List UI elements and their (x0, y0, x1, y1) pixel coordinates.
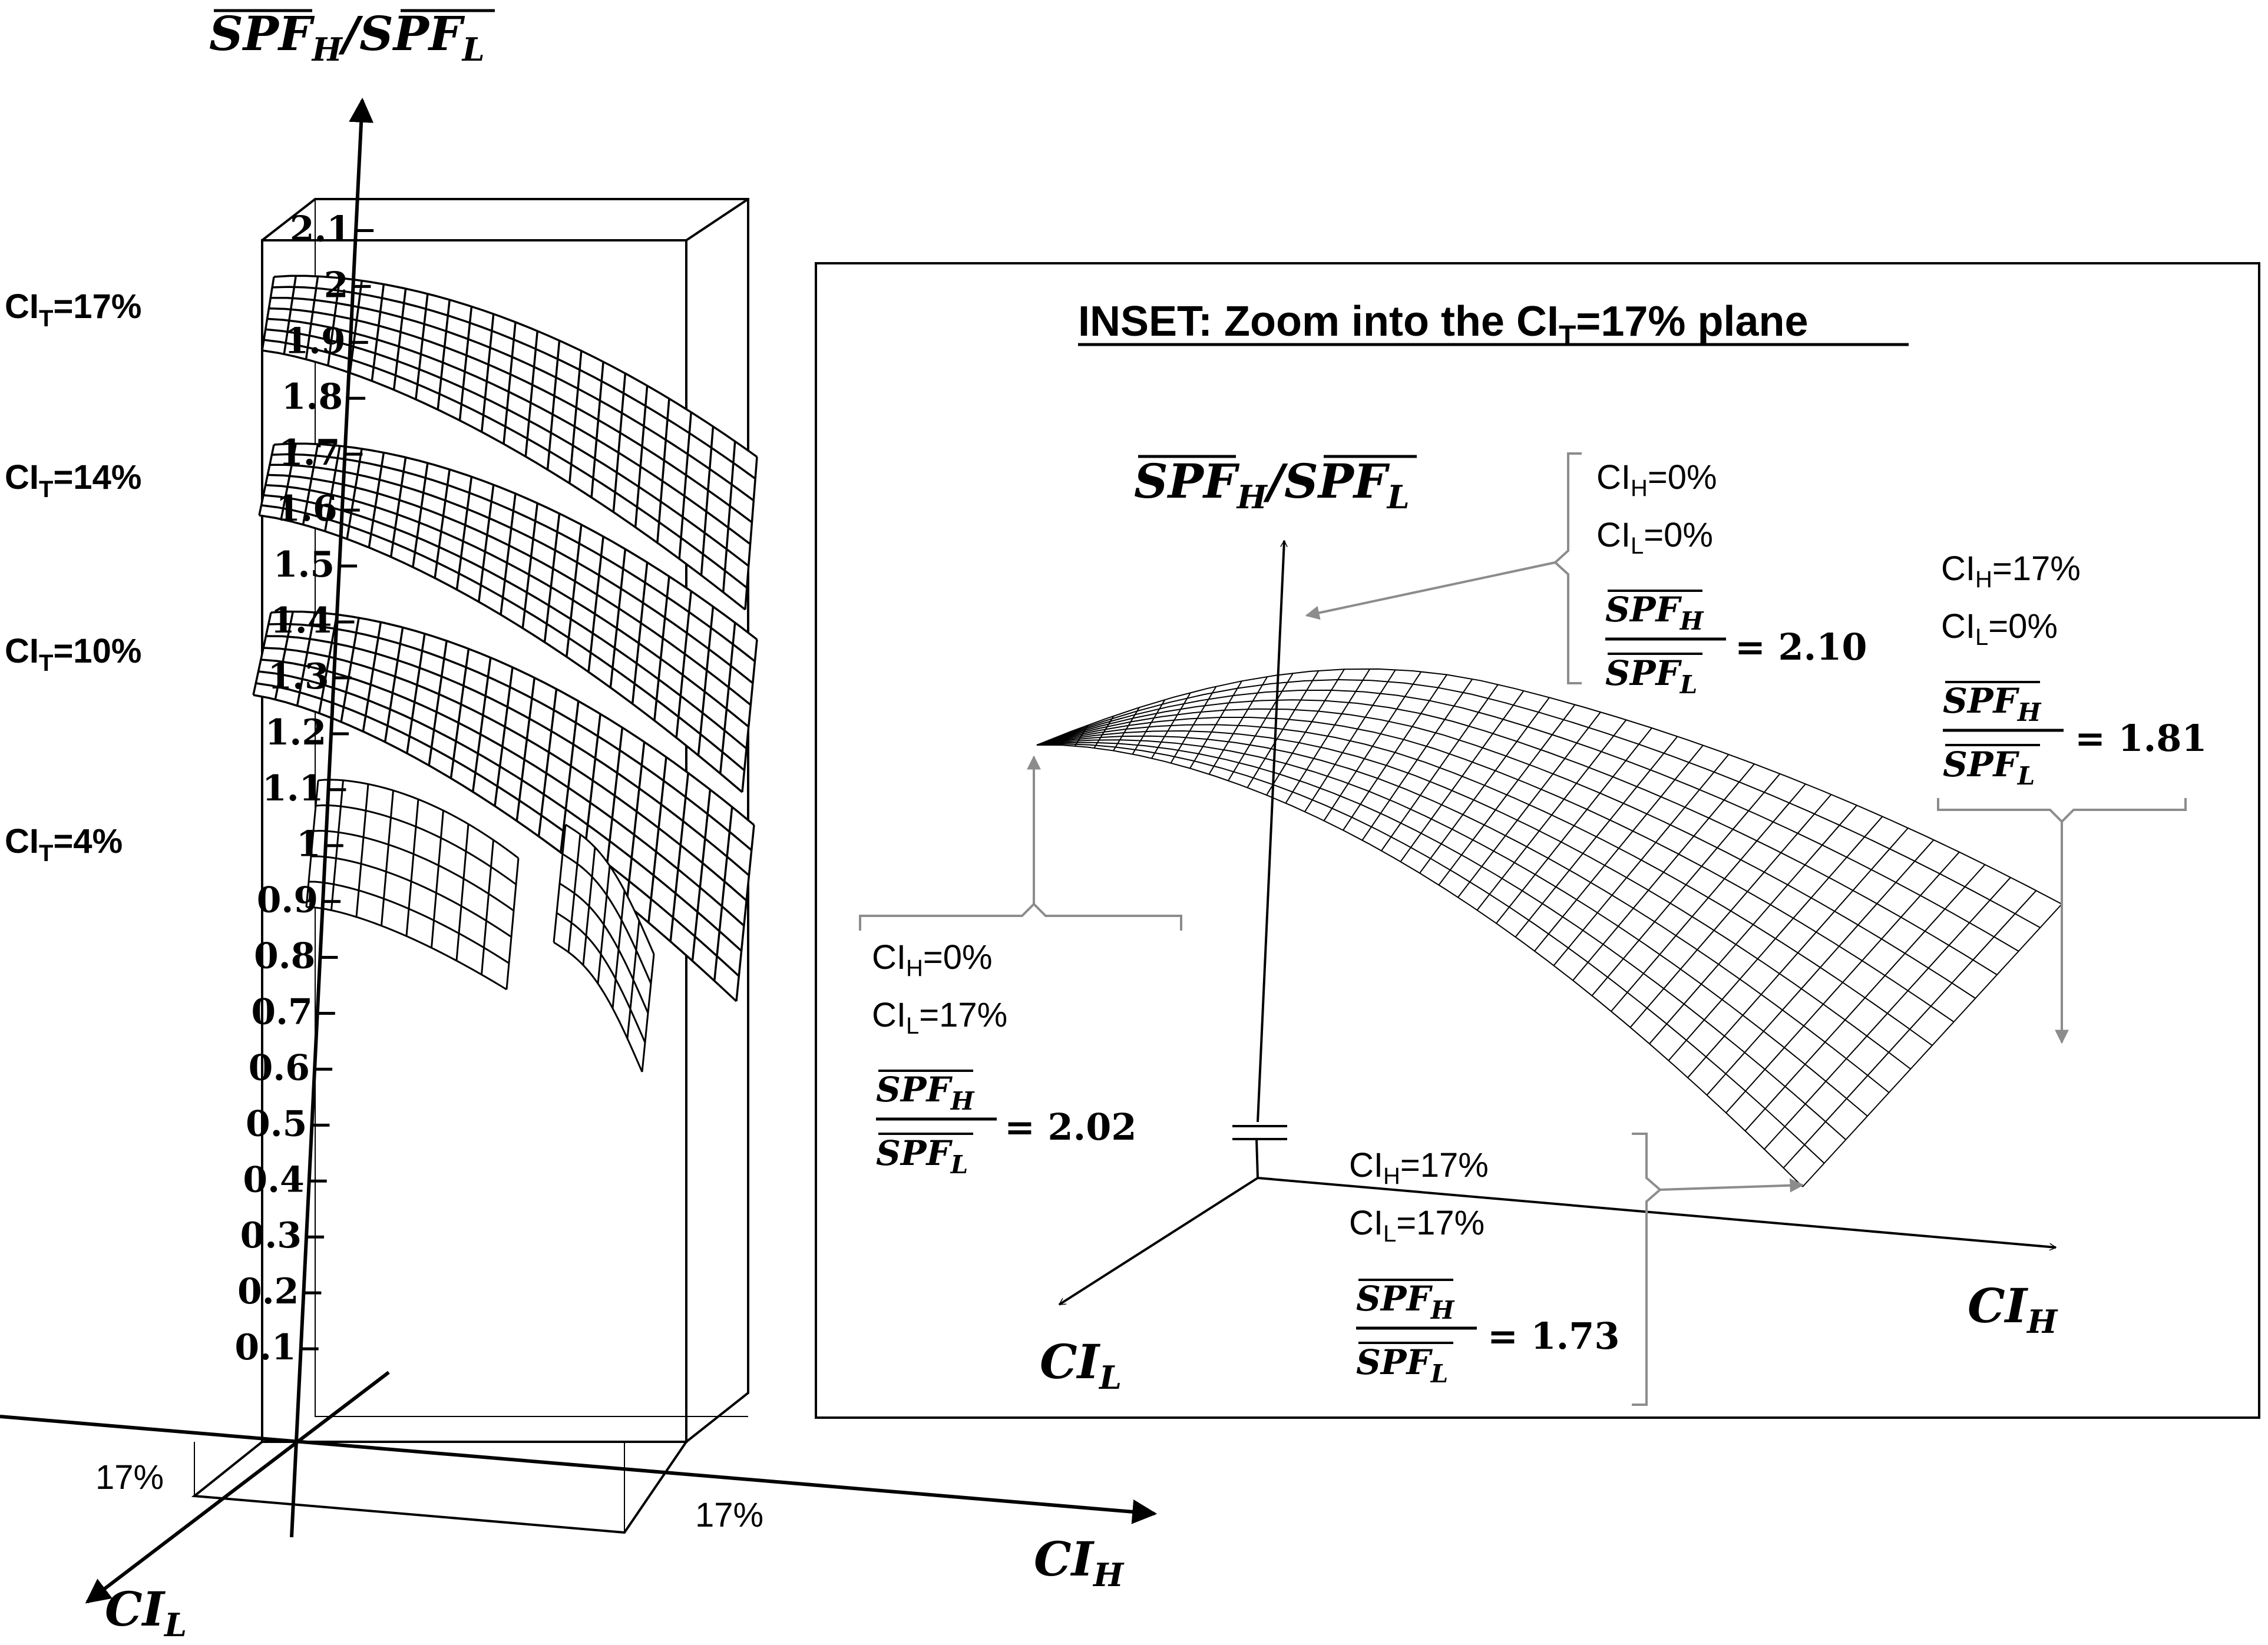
surface-layer (261, 274, 758, 611)
svg-text:CIL=17%: CIL=17% (872, 996, 1007, 1039)
svg-text:CIH=17%: CIH=17% (1349, 1146, 1489, 1189)
svg-text:= 2.02: = 2.02 (1004, 1106, 1137, 1148)
spf-fraction: SPFH SPFL (1605, 590, 1726, 699)
y-tick-label: 0.4 (243, 1159, 304, 1200)
plane-label-4: CIT=4% (5, 822, 123, 866)
inset-y-axis-label: SPFH/SPFL (1134, 454, 1417, 516)
y-tick-label: 0.8 (254, 936, 315, 977)
svg-text:SPFH: SPFH (1943, 681, 2042, 727)
surface-layer-hanging (553, 823, 655, 1073)
bounding-box (191, 198, 749, 1534)
svg-text:CIH=0%: CIH=0% (1596, 458, 1717, 501)
y-tick-label: 0.7 (251, 991, 312, 1032)
y-tick-label: 2 (324, 264, 349, 306)
inset-title: INSET: Zoom into the CIT=17% plane (1078, 298, 1909, 352)
spf-fraction: SPFH SPFL (1943, 681, 2064, 790)
inset-z-axis-label: CIL (1040, 1334, 1122, 1396)
y-tick-label: 0.5 (246, 1103, 307, 1144)
spf-fraction: SPFH SPFL (1356, 1279, 1477, 1388)
spf-fraction: SPFH SPFL (876, 1070, 997, 1179)
y-tick-label: 1.4 (270, 600, 332, 641)
inset-y-axis (1257, 541, 1284, 1123)
main-3d-plot: 0.1 0.2 0.3 0.4 0.5 0.6 0.7 0.8 0.9 1 1.1 1.2 1.3 1.4… (0, 6, 1158, 1644)
y-tick-label: 1.8 (282, 376, 343, 418)
y-tick-label: 0.2 (237, 1271, 299, 1312)
y-tick-label: 1.6 (276, 488, 337, 529)
svg-text:SPFH: SPFH (1605, 590, 1704, 636)
y-tick-label: 1.2 (265, 712, 326, 753)
y-tick-label: 0.3 (240, 1215, 302, 1256)
inset-x-axis (1257, 1177, 2056, 1247)
plane-label-14: CIT=14% (5, 458, 141, 502)
y-tick-marks (300, 229, 374, 1351)
surface-layer-small (305, 779, 520, 991)
plane-label-10: CIT=10% (5, 632, 141, 676)
svg-text:CIL=17%: CIL=17% (1349, 1204, 1485, 1247)
svg-text:CIH=0%: CIH=0% (872, 938, 993, 981)
y-tick-label: 1.3 (267, 656, 329, 697)
x-axis-label: CIH (1034, 1531, 1125, 1594)
svg-text:INSET: Zoom into the CIT=17% p: INSET: Zoom into the CIT=17% plane (1078, 298, 1809, 352)
inset-x-axis-label: CIH (1968, 1278, 2058, 1341)
svg-text:CIL=0%: CIL=0% (1596, 516, 1713, 559)
svg-text:SPFL: SPFL (1605, 653, 1697, 699)
surface-group (252, 274, 758, 1073)
axis-break-icon (1232, 1122, 1287, 1179)
annotation-connectors (859, 452, 2187, 1406)
z-axis (85, 1371, 390, 1604)
svg-text:SPFL: SPFL (876, 1133, 968, 1179)
y-axis (290, 97, 374, 1538)
y-tick-label: 0.1 (234, 1327, 296, 1368)
svg-text:SPFH/SPFL: SPFH/SPFL (1134, 454, 1410, 516)
svg-text:= 2.10: = 2.10 (1735, 625, 1867, 668)
y-tick-label: 0.6 (249, 1047, 310, 1088)
annotation-peak: CIH=0% CIL=0% SPFH SPFL = 2.10 (1596, 458, 1867, 699)
surface-layer (258, 442, 758, 793)
annotation-bottom: CIH=17% CIL=17% SPFH SPFL = 1.73 (1349, 1146, 1620, 1388)
x-extent-label: 17% (695, 1496, 763, 1534)
x-axis (0, 1415, 1158, 1524)
annotation-right: CIH=17% CIL=0% SPFH SPFL = 1.81 (1941, 550, 2207, 790)
svg-text:SPFL: SPFL (1356, 1342, 1448, 1388)
svg-text:SPFH/SPFL: SPFH/SPFL (209, 6, 485, 68)
inset-surface (1036, 668, 2062, 1187)
svg-text:SPFH: SPFH (1356, 1279, 1455, 1325)
y-tick-label: 0.9 (257, 880, 318, 921)
y-tick-label: 1.5 (273, 544, 335, 585)
annotation-left: CIH=0% CIL=17% SPFH SPFL = 2.02 (872, 938, 1137, 1179)
z-extent-label: 17% (95, 1458, 164, 1497)
svg-text:SPFL: SPFL (1943, 744, 2035, 790)
svg-text:CIH=17%: CIH=17% (1941, 550, 2081, 593)
y-tick-label: 1.1 (262, 768, 323, 809)
y-tick-label: 1.7 (279, 432, 340, 474)
y-tick-label: 1 (296, 824, 321, 865)
y-tick-label: 2.1 (290, 208, 351, 250)
y-axis-label: SPFH/SPFL (209, 6, 495, 68)
y-tick-label: 1.9 (284, 320, 345, 362)
svg-text:SPFH: SPFH (876, 1070, 975, 1116)
svg-text:CIL=0%: CIL=0% (1941, 607, 2058, 650)
inset-z-axis (1059, 1177, 1259, 1306)
svg-text:= 1.81: = 1.81 (2075, 717, 2207, 760)
z-axis-label: CIL (105, 1581, 187, 1644)
inset-panel: INSET: Zoom into the CIT=17% plane SPFH/… (815, 262, 2260, 1419)
y-tick-labels: 0.1 0.2 0.3 0.4 0.5 0.6 0.7 0.8 0.9 1 1.1 1.2 1.3 1.4… (234, 208, 351, 1368)
plane-label-17: CIT=17% (5, 287, 141, 332)
svg-text:= 1.73: = 1.73 (1487, 1315, 1620, 1358)
